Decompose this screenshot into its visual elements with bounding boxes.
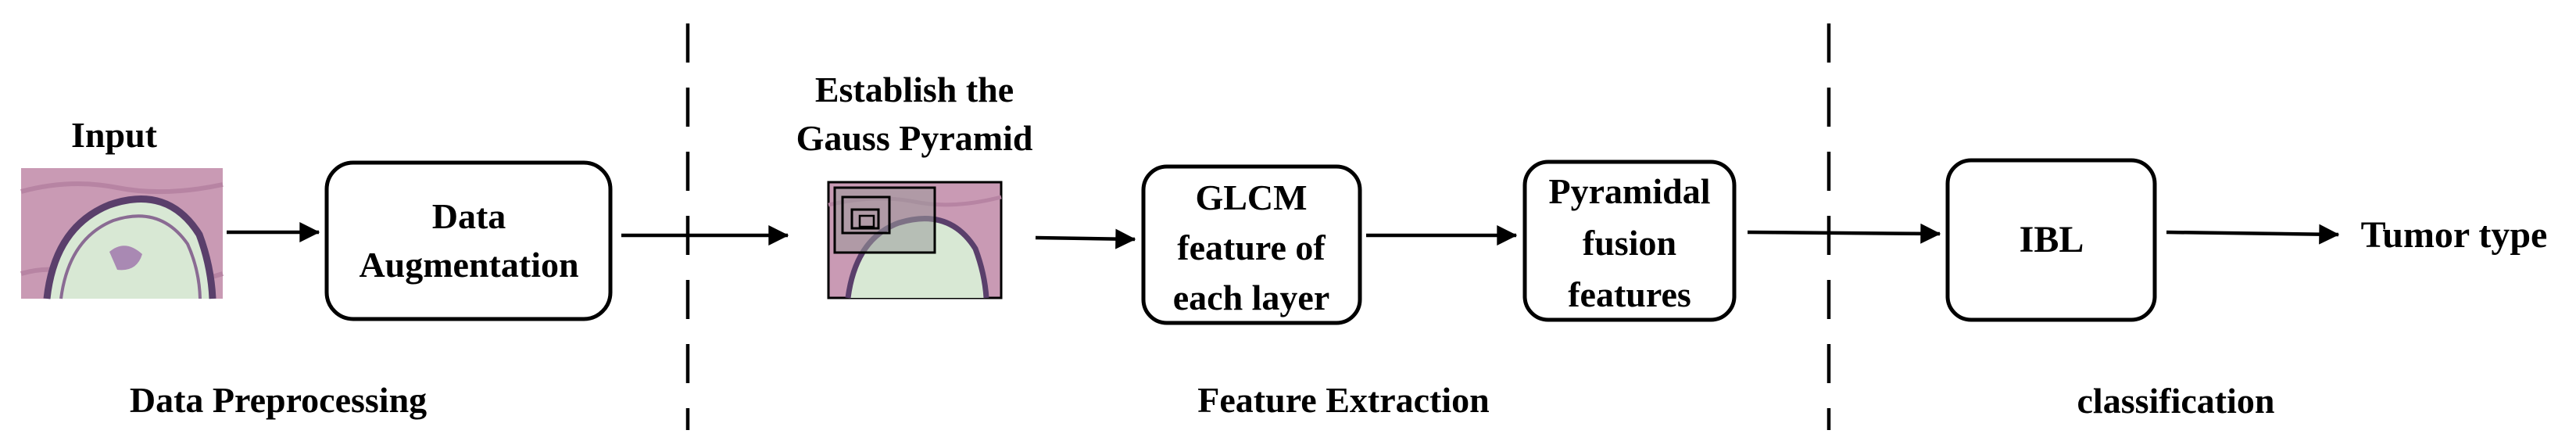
- glcm-label-2: feature of: [1177, 228, 1326, 267]
- pyramidal-fusion-label-2: fusion: [1583, 223, 1676, 263]
- glcm-label-1: GLCM: [1195, 177, 1307, 217]
- pyramidal-fusion-label-1: Pyramidal: [1549, 171, 1711, 211]
- stage-caption-classification: classification: [2077, 381, 2275, 421]
- ibl-label: IBL: [2020, 219, 2084, 260]
- data-augmentation-label-2: Augmentation: [359, 245, 578, 285]
- stage-caption-preprocessing: Data Preprocessing: [130, 380, 427, 420]
- gauss-pyramid-label-2: Gauss Pyramid: [796, 118, 1033, 158]
- input-label: Input: [71, 115, 158, 155]
- gauss-pyramid-label-1: Establish the: [815, 70, 1014, 109]
- ibl-box: [1945, 158, 2157, 322]
- arrow-ibl-to-output: [2166, 224, 2340, 245]
- stage-caption-feature-extraction: Feature Extraction: [1197, 380, 1489, 420]
- gauss-pyramid-image: [827, 181, 1003, 299]
- input-tissue-image: [20, 168, 224, 299]
- pyramidal-fusion-box: [1522, 160, 1737, 322]
- glcm-label-3: each layer: [1173, 278, 1330, 317]
- arrow-pyramid-to-glcm: [1035, 228, 1136, 249]
- data-augmentation-box: [324, 160, 613, 321]
- pyramidal-fusion-label-3: features: [1568, 274, 1691, 314]
- arrow-fusion-to-ibl: [1747, 223, 1941, 244]
- output-label: Tumor type: [2361, 214, 2548, 256]
- data-augmentation-label-1: Data: [432, 196, 506, 236]
- glcm-box: [1141, 164, 1362, 325]
